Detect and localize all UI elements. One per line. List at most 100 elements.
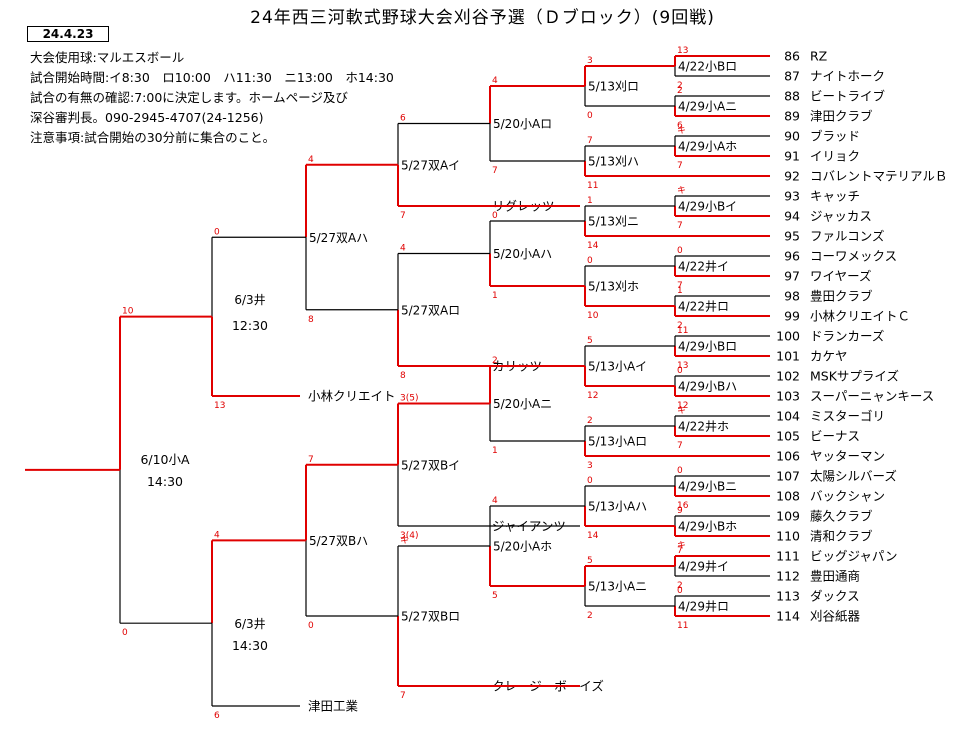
match-label: 5/20小Aニ	[493, 397, 552, 411]
match-label: 5/13小Aロ	[588, 435, 647, 449]
team-number: 102	[776, 369, 800, 384]
seeded-team-name: 津田工業	[308, 699, 359, 714]
score-label: 0	[677, 466, 683, 476]
match-label: 4/22小Bロ	[678, 60, 737, 74]
team-name: ブラッド	[810, 129, 860, 144]
team-name: ダックス	[810, 589, 860, 604]
score-label: 6	[400, 114, 406, 124]
score-label: 0	[308, 621, 314, 631]
team-name: バックシャン	[810, 489, 885, 504]
team-number: 106	[776, 449, 800, 464]
score-label: 14	[587, 241, 599, 251]
match-label: 4/29小Bロ	[678, 340, 737, 354]
score-label: 7	[677, 221, 683, 231]
team-name: キャッチ	[810, 189, 860, 204]
score-label: 0	[587, 256, 593, 266]
score-label: 11	[587, 181, 598, 191]
team-name: ジャッカス	[810, 209, 872, 224]
score-label: 14	[587, 531, 599, 541]
score-label: 7	[308, 455, 314, 465]
info-line-confirmation: 試合の有無の確認:7:00に決定します。ホームページ及び	[30, 90, 348, 105]
info-line-start-times: 試合開始時間:イ8:30 ロ10:00 ハ11:30 ニ13:00 ホ14:30	[30, 70, 394, 85]
score-label: 9	[677, 506, 683, 516]
info-line-ball: 大会使用球:マルエスボール	[30, 50, 185, 65]
score-label: 7	[400, 691, 406, 701]
score-label: 13	[677, 361, 688, 371]
match-label: 5/13小Aイ	[588, 360, 647, 374]
score-label: 0	[214, 227, 220, 237]
match-label: 4/22井ホ	[678, 420, 729, 434]
team-name: ナイトホーク	[810, 69, 885, 84]
score-label: 2	[677, 581, 683, 591]
score-label: 3	[587, 56, 593, 66]
score-label: 6	[214, 711, 220, 721]
score-label: 5	[587, 336, 593, 346]
team-number: 105	[776, 429, 800, 444]
team-number: 87	[784, 69, 800, 84]
team-number: 95	[784, 229, 800, 244]
match-label: 6/3井	[234, 617, 265, 631]
score-label: 0	[587, 111, 593, 121]
score-label: 7	[677, 441, 683, 451]
score-label: キ	[677, 186, 686, 196]
score-label: 1	[492, 291, 498, 301]
team-name: ビートライブ	[810, 89, 886, 104]
score-label: 4	[492, 496, 498, 506]
score-label: 7	[677, 161, 683, 171]
team-number: 111	[776, 549, 800, 564]
team-number: 86	[784, 49, 800, 64]
team-name: コバレントマテリアルＢ	[810, 169, 947, 184]
score-label: 2	[492, 356, 498, 366]
score-label: 7	[587, 136, 593, 146]
team-number: 113	[776, 589, 800, 604]
team-name: イリョク	[810, 149, 860, 164]
score-label: 4	[400, 244, 406, 254]
match-label: 5/27双Bイ	[401, 458, 460, 472]
score-label: 7	[677, 546, 683, 556]
team-name: ビーナス	[810, 429, 860, 444]
match-label: 5/27双Bロ	[401, 610, 460, 624]
score-label: 8	[308, 315, 314, 325]
score-label: 3	[587, 461, 593, 471]
date-label: 24.4.23	[27, 26, 109, 42]
final-time: 14:30	[147, 474, 183, 489]
team-name: 清和クラブ	[810, 529, 873, 544]
score-label: 2	[677, 86, 683, 96]
match-label: 5/13刈ロ	[588, 80, 639, 94]
score-label: 13	[677, 46, 688, 56]
team-name: ヤッターマン	[810, 449, 885, 464]
team-number: 98	[784, 289, 800, 304]
team-number: 97	[784, 269, 800, 284]
team-name: ドランカーズ	[810, 329, 884, 344]
match-label: 5/27双Aイ	[401, 158, 460, 172]
score-label: 1	[677, 286, 683, 296]
team-number: 109	[776, 509, 800, 524]
score-label: 12	[587, 391, 598, 401]
score-label: 10	[122, 307, 134, 317]
match-label: 5/20小Aホ	[493, 540, 552, 554]
match-label: 4/29小Aホ	[678, 140, 737, 154]
score-label: 0	[677, 366, 683, 376]
score-label: 0	[677, 586, 683, 596]
score-label: 6	[677, 121, 683, 131]
info-line-contact: 深谷審判長。090-2945-4707(24-1256)	[30, 110, 264, 125]
score-label: 3(5)	[400, 394, 418, 404]
team-number: 90	[784, 129, 800, 144]
score-label: 16	[677, 501, 689, 511]
match-label: 4/22井ロ	[678, 300, 729, 314]
team-name: RZ	[810, 49, 827, 64]
team-number: 107	[776, 469, 800, 484]
score-label: 2	[677, 81, 683, 91]
score-label: 4	[492, 76, 498, 86]
match-label: 4/29小Aニ	[678, 100, 737, 114]
match-time: 12:30	[232, 318, 268, 333]
score-label: キ	[677, 126, 686, 136]
team-name: 豊田通商	[810, 569, 860, 584]
seeded-team-name: 小林クリエイト	[308, 389, 396, 404]
team-number: 94	[784, 209, 800, 224]
match-label: 5/20小Aロ	[493, 117, 552, 131]
match-label: 4/22井イ	[678, 260, 729, 274]
score-label: 7	[677, 281, 683, 291]
score-label: 2	[677, 321, 683, 331]
